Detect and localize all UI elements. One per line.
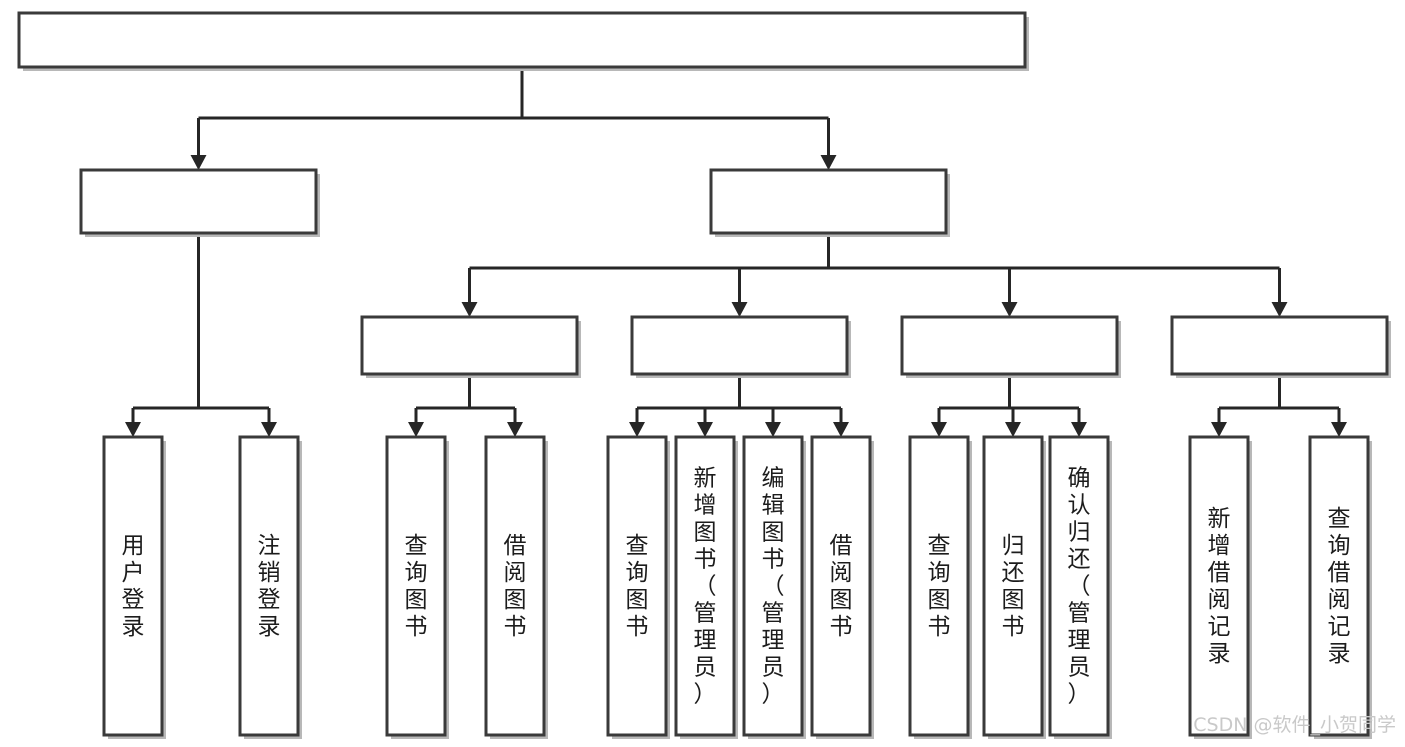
- csdn-watermark: CSDN @软件_小贺同学: [1193, 714, 1396, 736]
- node-rect[interactable]: [385, 435, 447, 737]
- node-图书管理[interactable]: [709, 168, 950, 237]
- node-当前借阅[interactable]: [900, 315, 1121, 378]
- node-label: 借阅图书: [504, 533, 527, 640]
- node-label: 借阅图书: [830, 533, 853, 640]
- node-确认归还管理员[interactable]: 确认归还（管理员）: [1048, 435, 1112, 739]
- node-借阅记录[interactable]: [1170, 315, 1391, 378]
- node-归还图书[interactable]: 归还图书: [982, 435, 1046, 739]
- node-查询图书[interactable]: 查询图书: [606, 435, 670, 739]
- node-rect[interactable]: [1308, 435, 1370, 737]
- node-新增图书管理员[interactable]: 新增图书（管理员）: [674, 435, 738, 739]
- node-label: 确认归还（管理员）: [1068, 466, 1091, 708]
- node-新增借阅记录[interactable]: 新增借阅记录: [1188, 435, 1252, 739]
- node-rect[interactable]: [1170, 315, 1389, 376]
- node-rect[interactable]: [674, 435, 736, 737]
- node-label: 注销登录: [258, 533, 281, 640]
- node-label: 新增借阅记录: [1208, 506, 1231, 667]
- node-用户登录[interactable]: 用户登录: [102, 435, 166, 739]
- node-rect[interactable]: [1048, 435, 1110, 737]
- node-label: 归还图书: [1002, 533, 1025, 640]
- node-rect[interactable]: [709, 168, 948, 235]
- node-rect[interactable]: [79, 168, 318, 235]
- node-图书借阅[interactable]: [630, 315, 851, 378]
- node-借阅图书[interactable]: 借阅图书: [810, 435, 874, 739]
- node-rect[interactable]: [606, 435, 668, 737]
- node-rect[interactable]: [810, 435, 872, 737]
- node-用户登录[interactable]: [79, 168, 320, 237]
- node-rect[interactable]: [742, 435, 804, 737]
- node-label: 查询图书: [405, 533, 428, 640]
- connector-layer: [125, 67, 1347, 437]
- node-label: 新增图书（管理员）: [694, 466, 717, 708]
- node-label: 查询图书: [928, 533, 951, 640]
- node-注销登录[interactable]: 注销登录: [238, 435, 302, 739]
- node-rect[interactable]: [900, 315, 1119, 376]
- node-label: 编辑图书（管理员）: [762, 466, 785, 708]
- node-查询图书[interactable]: 查询图书: [385, 435, 449, 739]
- node-查询借阅记录[interactable]: 查询借阅记录: [1308, 435, 1372, 739]
- node-rect[interactable]: [102, 435, 164, 737]
- node-rect[interactable]: [484, 435, 546, 737]
- node-rect[interactable]: [238, 435, 300, 737]
- node-编辑图书管理员[interactable]: 编辑图书（管理员）: [742, 435, 806, 739]
- node-查询图书[interactable]: 查询图书: [908, 435, 972, 739]
- node-rect[interactable]: [360, 315, 579, 376]
- node-图书管理系统[interactable]: [17, 11, 1029, 71]
- node-label: 查询图书: [626, 533, 649, 640]
- node-label: 用户登录: [122, 533, 145, 640]
- node-rect[interactable]: [908, 435, 970, 737]
- node-借阅图书[interactable]: 借阅图书: [484, 435, 548, 739]
- node-新书推荐[interactable]: [360, 315, 581, 378]
- node-rect[interactable]: [1188, 435, 1250, 737]
- node-label: 查询借阅记录: [1328, 506, 1351, 667]
- node-rect[interactable]: [982, 435, 1044, 737]
- node-rect[interactable]: [630, 315, 849, 376]
- node-layer: 用户登录 注销登录 查询图书 借阅图书 查询图书 新增图书（管理员） 编辑图书（管理员） 借阅…: [17, 11, 1391, 739]
- node-rect[interactable]: [17, 11, 1027, 69]
